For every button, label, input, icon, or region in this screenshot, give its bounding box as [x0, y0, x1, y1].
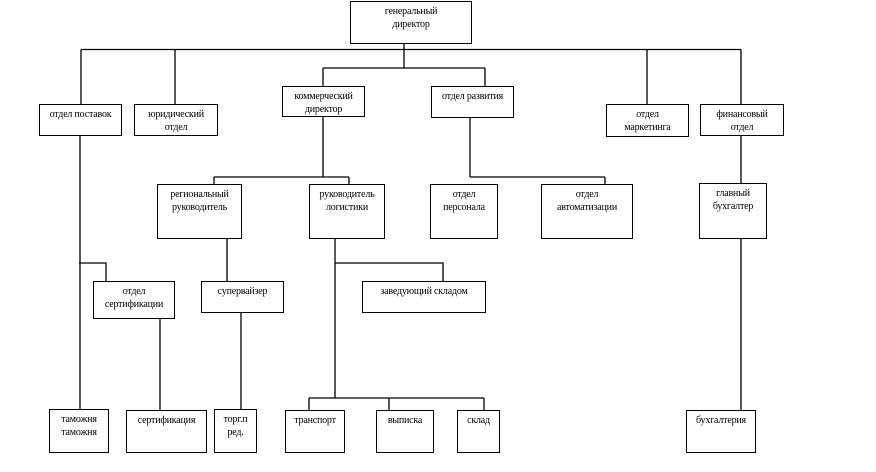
node-chief-accountant: главный бухгалтер [699, 183, 767, 239]
node-commercial-director: коммерческий директор [282, 86, 365, 117]
node-label: региональный [170, 189, 229, 200]
node-label: директор [392, 19, 430, 30]
node-label: автоматизации [557, 202, 617, 213]
node-development-dept: отдел развития [431, 86, 514, 118]
node-certification: сертификация [126, 410, 207, 453]
node-label: таможня [61, 414, 97, 425]
connector [80, 43, 742, 104]
node-warehouse-manager: заведующий складом [362, 281, 486, 313]
node-label: директор [304, 104, 343, 115]
node-supervisor: супервайзер [201, 281, 284, 313]
node-label: отдел [122, 286, 146, 297]
node-finance-dept: финансовый отдел [700, 104, 784, 136]
node-customs: таможня таможня [49, 409, 109, 453]
node-label: коммерческий [294, 91, 353, 102]
node-label: маркетинга [624, 122, 671, 133]
node-label: бухгалтер [712, 201, 754, 212]
node-label: руководитель [319, 189, 375, 200]
node-label: отдел [452, 189, 476, 200]
node-label: юридический [148, 109, 204, 120]
node-automation-dept: отдел автоматизации [541, 184, 633, 239]
node-label: выписка [387, 415, 423, 426]
node-label: отдел [164, 122, 188, 133]
node-general-director: генеральный директор [350, 1, 472, 44]
node-regional-manager: региональный руководитель [157, 184, 242, 239]
node-logistics-manager: руководитель логистики [309, 184, 385, 239]
node-label: супервайзер [217, 286, 268, 297]
node-label: отдел [636, 109, 659, 120]
node-label: главный [716, 188, 750, 199]
node-label: сертификации [104, 299, 164, 310]
connector [469, 117, 606, 184]
node-label: отдел поставок [49, 109, 112, 120]
node-label: отдел [575, 189, 599, 200]
connector [79, 135, 161, 410]
node-legal-dept: юридический отдел [134, 104, 218, 136]
node-label: сертификация [137, 415, 196, 426]
node-label: склад [467, 415, 490, 426]
connector [213, 116, 350, 184]
connector [226, 238, 242, 409]
node-marketing-dept: отдел маркетинга [606, 104, 689, 137]
node-accounting: бухгалтерия [686, 410, 756, 453]
node-label: транспорт [294, 415, 336, 426]
node-sales-rep: торг.п ред. [214, 409, 257, 453]
connector [308, 238, 485, 410]
node-label: бухгалтерия [696, 415, 746, 426]
node-label: финансовый [716, 109, 768, 120]
node-warehouse: склад [457, 410, 500, 453]
node-label: персонала [443, 202, 485, 213]
node-label: заведующий складом [380, 286, 468, 297]
node-personnel-dept: отдел персонала [430, 184, 498, 239]
node-label: логистики [325, 202, 368, 213]
node-label: отдел развития [441, 91, 504, 102]
node-label: генеральный [384, 6, 438, 17]
node-label: руководитель [172, 202, 227, 213]
node-label: торг.п [223, 414, 248, 425]
node-label: отдел [730, 122, 754, 133]
node-transport: транспорт [285, 410, 345, 453]
connector [322, 67, 486, 86]
node-label: ред. [227, 427, 244, 438]
node-invoicing: выписка [376, 410, 434, 453]
node-supply-dept: отдел поставок [39, 104, 122, 136]
node-label: таможня [61, 427, 97, 438]
node-certification-dept: отдел сертификации [93, 281, 175, 319]
